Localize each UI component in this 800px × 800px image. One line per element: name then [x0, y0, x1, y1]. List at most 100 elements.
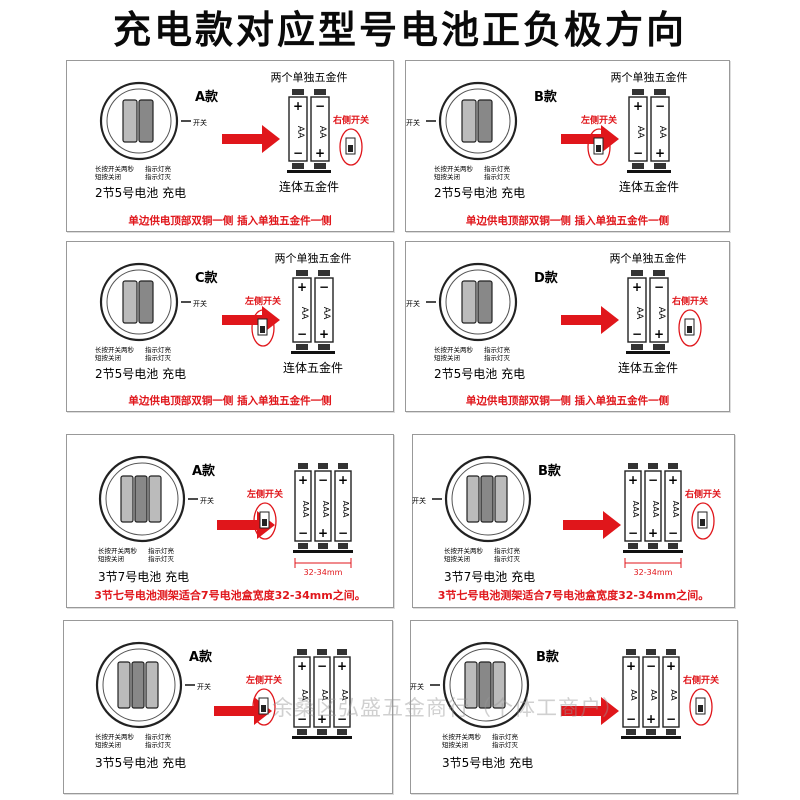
polarity-bottom: −: [297, 712, 307, 726]
hardware-label-top: 两个单独五金件: [610, 251, 687, 265]
polarity-top: +: [666, 659, 676, 673]
instruction-text: 短按关闭: [434, 353, 460, 362]
instruction-text: 长按开关两秒: [98, 546, 138, 555]
polarity-top: +: [668, 473, 678, 487]
arrow-icon: [563, 511, 621, 539]
battery-holder-icon: [444, 455, 532, 543]
battery-cell: [292, 277, 312, 343]
contact-tab: [296, 344, 308, 350]
contact-tab: [646, 649, 656, 655]
instruction-text: 指示灯亮: [148, 546, 175, 555]
holder-battery: [480, 475, 494, 523]
polarity-top: −: [648, 473, 658, 487]
battery-caption: 2节5号电池 充电: [434, 366, 525, 381]
battery-cell: [310, 96, 330, 162]
contact-tab: [654, 163, 666, 169]
panel-note: 单边供电顶部双铜一侧 插入单独五金件一侧: [128, 395, 332, 407]
battery-caption: 3节5号电池 充电: [95, 755, 186, 770]
dimension-label: 32-34mm: [634, 568, 673, 577]
polarity-top: +: [298, 473, 308, 487]
contact-tab: [653, 344, 665, 350]
instruction-text: 短按关闭: [444, 554, 470, 563]
model-label: B款: [534, 89, 558, 105]
polarity-top: +: [626, 659, 636, 673]
contact-tab: [298, 463, 308, 469]
battery-holder-icon: [438, 81, 518, 161]
battery-cell: [293, 656, 311, 728]
contact-tab: [318, 543, 328, 549]
instruction-text: 长按开关两秒: [95, 732, 135, 741]
instruction-text: 指示灯亮: [484, 345, 511, 354]
switch-side-label: 左侧开关: [246, 488, 283, 500]
holder-battery: [492, 661, 506, 709]
polarity-bottom: −: [298, 526, 308, 540]
switch-label: 开关: [193, 299, 207, 308]
dimension-label: 32-34mm: [304, 568, 343, 577]
switch-side-label: 左侧开关: [245, 674, 282, 686]
battery-cell: [624, 470, 642, 542]
polarity-bottom: −: [666, 712, 676, 726]
contact-tab: [666, 729, 676, 735]
cell-type-label: AA: [300, 689, 309, 701]
arrow-icon: [561, 306, 619, 334]
battery-holder-icon: [99, 262, 179, 342]
contact-tab: [632, 163, 644, 169]
cell-type-label: AAA: [301, 501, 310, 518]
instruction-text: 长按开关两秒: [95, 164, 135, 173]
polarity-bottom: −: [297, 327, 307, 341]
switch-label: 开关: [406, 118, 420, 127]
panel-note: 单边供电顶部双铜一侧 插入单独五金件一侧: [128, 215, 332, 227]
holder-battery: [134, 475, 148, 523]
hardware-label-top: 两个单独五金件: [275, 251, 352, 265]
connected-hardware: [623, 550, 683, 553]
polarity-top: +: [338, 473, 348, 487]
contact-tab: [338, 463, 348, 469]
instruction-text: 指示灯亮: [494, 546, 521, 555]
contact-tab: [296, 270, 308, 276]
polarity-bottom: −: [337, 712, 347, 726]
cell-type-label: AA: [295, 126, 305, 139]
battery-cell: [314, 277, 334, 343]
switch-side-label: 左侧开关: [244, 295, 281, 307]
model-label: D款: [534, 270, 559, 286]
switch-side-label: 左侧开关: [580, 114, 617, 126]
instruction-text: 短按关闭: [434, 172, 460, 181]
holder-battery: [122, 280, 138, 324]
battery-cell: [334, 470, 352, 542]
hardware-label-bottom: 连体五金件: [283, 360, 343, 375]
polarity-bottom: −: [668, 526, 678, 540]
switch-label: 开关: [410, 682, 424, 691]
holder-battery: [148, 475, 162, 523]
contact-tab: [628, 543, 638, 549]
instruction-text: 指示灯灭: [148, 554, 175, 563]
connected-hardware: [292, 736, 352, 739]
switch-highlight-ring: [587, 128, 611, 166]
panel-note: 单边供电顶部双铜一侧 插入单独五金件一侧: [465, 215, 670, 227]
polarity-bottom: +: [315, 146, 325, 160]
cell-type-label: AA: [634, 307, 644, 320]
arrow-icon: [214, 697, 272, 725]
battery-holder-icon: [98, 455, 186, 543]
cell-type-label: AAA: [651, 501, 660, 518]
instruction-text: 长按开关两秒: [444, 546, 484, 555]
contact-tab: [666, 649, 676, 655]
battery-caption: 2节5号电池 充电: [434, 185, 525, 200]
polarity-top: −: [319, 280, 329, 294]
model-label: A款: [192, 463, 216, 479]
polarity-top: +: [628, 473, 638, 487]
toggle-knob: [596, 145, 601, 152]
model-label: A款: [189, 649, 213, 665]
battery-holder-icon: [442, 641, 530, 729]
holder-battery: [477, 280, 493, 324]
contact-tab: [648, 543, 658, 549]
battery-caption: 3节7号电池 充电: [98, 569, 189, 584]
holder-inner-ring: [451, 462, 525, 536]
arrow-icon: [561, 697, 619, 725]
instruction-text: 短按关闭: [442, 740, 468, 749]
